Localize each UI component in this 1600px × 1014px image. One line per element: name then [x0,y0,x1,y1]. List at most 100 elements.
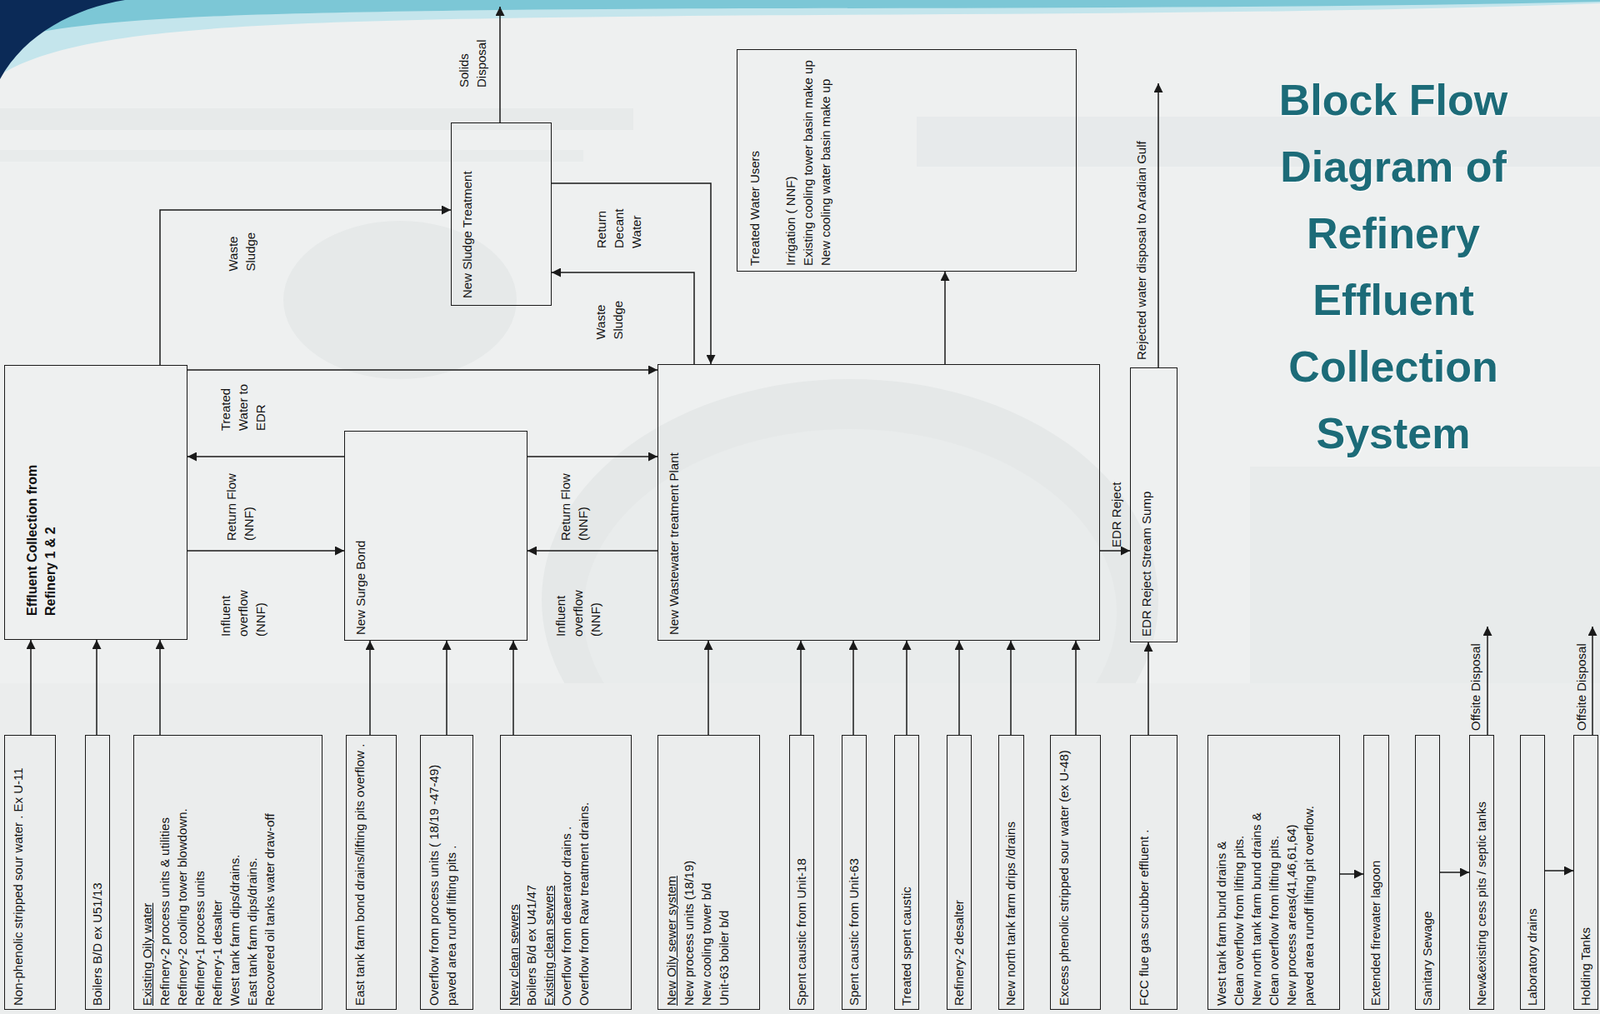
flow-label: Treated Water to EDR [216,377,270,431]
box-text: New Wastewater treatment Plant [665,371,683,635]
flow-label: Waste Sludge [591,294,627,340]
flow-arrow [905,640,908,735]
box-text: Overflow from deaerator drains . [557,740,575,1006]
box-text: Refinery-1 desalter [208,740,226,1006]
flow-label-holder: Influent overflow (NNF) [216,583,270,637]
flow-label-holder: Return Decant Water [592,201,645,249]
text-column: Spent caustic from Unit-18 [792,740,810,1006]
users-box: Treated Water Users Irrigation ( NNF)Exis… [736,49,1077,272]
flow-arrow [95,640,98,735]
box-text: Sanitary Sewage [1418,740,1436,1006]
box-text: Laboratory drains [1523,740,1541,1006]
box-text: Unit-63 boiler b/d [715,740,733,1006]
text-column: New clean sewersBoilers B/d ex U41/47Exi… [505,740,593,1006]
text-column: Effluent Collection from Refinery 1 & 2 [23,424,61,616]
source-box: New clean sewersBoilers B/d ex U41/47Exi… [500,735,632,1010]
source-box: New Oily sewer systemNew process units (… [657,735,760,1010]
box-text: Irrigation ( NNF) [781,56,800,266]
process-box: New Wastewater treatment Plant [657,364,1100,641]
diagram-title: Block Flow Diagram of Refinery Effluent … [1247,66,1540,467]
source-box: FCC flue gas scrubber effluent . [1130,735,1178,1010]
disposal-label: Solids Disposal [455,34,490,88]
disposal-label: Offsite Disposal [1466,622,1485,731]
header-swoosh [0,0,1600,75]
flow-label: Return Flow (NNF) [222,465,258,541]
box-heading: New Oily sewer system [662,740,680,1006]
box-text: Spent caustic from Unit-18 [792,740,810,1006]
flow-label-holder: Treated Water to EDR [216,377,270,431]
building-shape [1250,466,1600,684]
box-text: East tank farm dips/drains. [243,740,261,1006]
box-text: Excess phenolic stripped sour water (ex … [1055,740,1073,1006]
flow-label: Return Decant Water [592,201,645,249]
flow-arrow [1440,871,1470,874]
text-column: Treated Water Users Irrigation ( NNF)Exis… [745,56,835,266]
box-text: Spent caustic from Unit-63 [845,740,863,1006]
flow-arrow [1010,640,1012,735]
source-box: Overflow from process units ( 18/19 -47-… [420,735,474,1010]
text-column: Excess phenolic stripped sour water (ex … [1055,740,1073,1006]
source-box: East tank farm bond drains/lifting pits … [345,735,397,1010]
box-heading: Treated Water Users [745,56,764,266]
flow-arrow [1075,640,1077,735]
flow-arrow [800,640,802,735]
box-text: Existing clean sewers [540,740,558,1006]
flow-arrow [1100,550,1130,552]
flow-label-holder: Influent overflow (NNF) [551,583,605,637]
disposal-label-holder: Rejected water disposal to Aradian Gulf [1132,110,1150,360]
flow-arrow [707,640,710,735]
text-column: Overflow from process units ( 18/19 -47-… [425,740,460,1006]
text-column: New&existing cess pits / septic tanks [1472,740,1490,1006]
text-column: Treated spent caustic [897,740,915,1006]
box-text: New cooling tower b/d [697,740,715,1006]
disposal-arrow [499,6,501,123]
box-text: Overflow from process units ( 18/19 -47-… [425,740,460,1006]
pipe-rack-shape [0,150,584,162]
source-box: Extended firewater lagoon [1363,735,1390,1010]
box-text: Clean overflow from lifting pits. [1230,740,1248,1006]
flow-arrow [527,550,658,552]
box-text: Boilers B/d ex U41/47 [522,740,540,1006]
box-text: New&existing cess pits / septic tanks [1472,740,1490,1006]
text-column: Boilers B/D ex U51/13 [88,740,106,1006]
disposal-arrow [1157,83,1160,368]
source-box: Spent caustic from Unit-63 [841,735,867,1010]
source-box: Sanitary Sewage [1415,735,1440,1010]
flow-arrow [187,550,345,552]
flow-arrow [1147,642,1150,735]
flow-label-holder: EDR Reject [1107,472,1125,548]
box-text: paved area runoff lifting pit overflow. [1300,740,1318,1006]
flow-arrow [512,640,515,735]
tank-shape [283,220,517,380]
box-text: New Sludge Treatment [458,131,476,299]
text-column: West tank farm bund drains &Clean overfl… [1212,740,1318,1006]
process-box: Effluent Collection from Refinery 1 & 2 [4,365,188,640]
box-heading: West tank farm bund drains & [1212,740,1230,1006]
disposal-arrow [1486,626,1489,735]
flow-label: Influent overflow (NNF) [216,583,270,637]
disposal-label-holder: Offsite Disposal [1466,622,1485,731]
process-box: New Sludge Treatment [450,122,552,306]
box-heading: Existing Oily water [138,740,156,1006]
box-text: East tank farm bond drains/lifting pits … [350,740,369,1006]
box-text: Non-phenolic stripped sour water . Ex U-… [9,740,27,1006]
box-text: New north tank farm drips /drains [1001,740,1020,1006]
header-corner [0,0,125,80]
box-text: Existing cooling tower basin make up [799,56,817,266]
text-column: EDR Reject Stream Sump [1137,375,1155,637]
box-text: New Surge Bond [351,438,370,635]
flow-label-holder: Return Flow (NNF) [556,465,592,541]
text-column: New Oily sewer systemNew process units (… [662,740,733,1006]
flow-arrow [527,455,658,458]
text-column: Refinery-2 desalter [950,740,968,1006]
box-text: New north tank farm bund drains & [1247,740,1265,1006]
box-text: Holding Tanks [1576,740,1595,1006]
source-box: Laboratory drains [1520,735,1545,1010]
flow-arrow [445,640,448,735]
flow-arrow [944,271,946,365]
source-box: Existing Oily waterRefinery-2 process un… [133,735,323,1010]
box-text: Extended firewater lagoon [1366,740,1385,1006]
process-box: New Surge Bond [344,430,528,641]
